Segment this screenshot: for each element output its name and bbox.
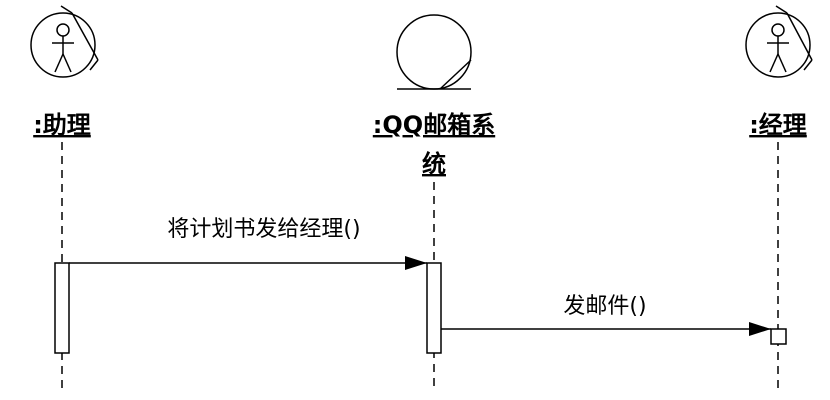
entity-icon [396,14,472,90]
activation-bar [770,328,787,345]
message-label: 将计划书发给经理() [167,217,360,242]
message-send-plan: 将计划书发给经理() [69,217,427,270]
activation-bar [426,262,442,354]
activation-bar [54,262,70,354]
lifeline-label: :经理 [749,111,807,139]
lifeline-label: :QQ邮箱系 [373,111,495,139]
actor-icon [30,5,99,78]
message-send-email: 发邮件() [441,294,771,336]
lifeline-assistant: :助理 [30,5,99,390]
lifeline-label-line2: 统 [422,150,446,178]
lifeline-qq-mail-system: :QQ邮箱系 统 [373,14,495,390]
lifeline-manager: :经理 [745,5,813,390]
lifeline-label: :助理 [33,111,91,139]
message-label: 发邮件() [563,294,646,319]
actor-icon [745,5,813,78]
